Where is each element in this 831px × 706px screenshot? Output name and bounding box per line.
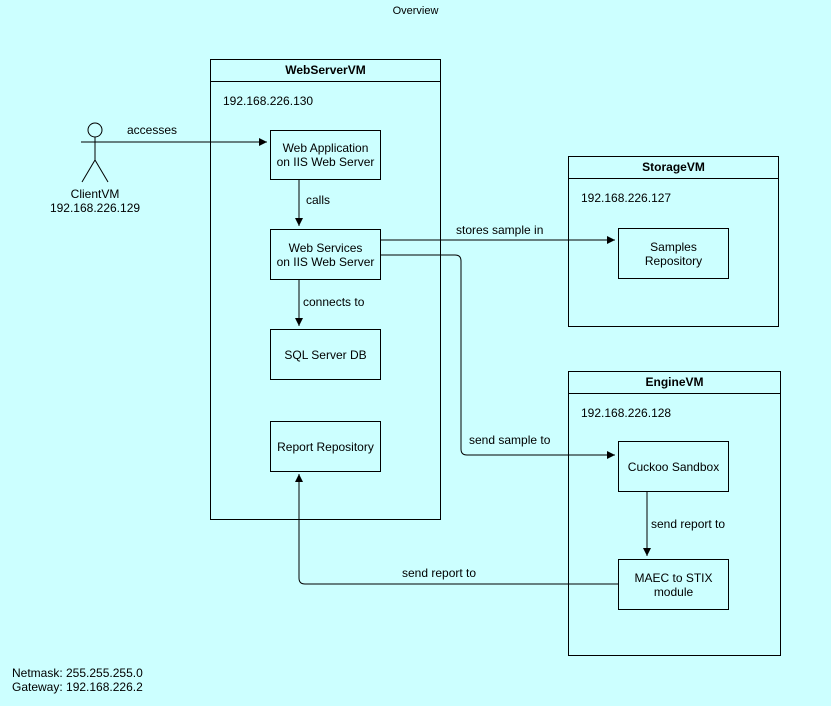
client-name: ClientVM bbox=[70, 187, 120, 201]
storage-vm-title: StorageVM bbox=[569, 157, 778, 179]
netmask-text: Netmask: 255.255.255.0 bbox=[12, 666, 143, 680]
edge-label-accesses: accesses bbox=[127, 123, 178, 137]
webserver-vm-container: WebServerVM 192.168.226.130 bbox=[210, 59, 441, 520]
webserver-vm-title: WebServerVM bbox=[211, 60, 440, 82]
edge-send-report-to-repo bbox=[295, 474, 618, 585]
edge-label-send-sample-to: send sample to bbox=[469, 433, 551, 447]
client-label: ClientVM 192.168.226.129 bbox=[45, 187, 145, 215]
storage-vm-container: StorageVM 192.168.226.127 bbox=[568, 156, 779, 327]
edge-label-stores-sample-in: stores sample in bbox=[456, 223, 544, 237]
storage-vm-ip: 192.168.226.127 bbox=[581, 191, 672, 205]
gateway-text: Gateway: 192.168.226.2 bbox=[12, 680, 143, 694]
web-application-node[interactable]: Web Application on IIS Web Server bbox=[270, 130, 381, 180]
edge-label-connects-to: connects to bbox=[303, 295, 365, 309]
webserver-vm-ip: 192.168.226.130 bbox=[223, 94, 314, 108]
samples-repository-node[interactable]: Samples Repository bbox=[618, 228, 729, 279]
report-repository-node[interactable]: Report Repository bbox=[270, 421, 381, 472]
edge-label-send-report-to-repo: send report to bbox=[402, 566, 477, 580]
engine-vm-ip: 192.168.226.128 bbox=[581, 406, 672, 420]
network-info: Netmask: 255.255.255.0 Gateway: 192.168.… bbox=[12, 666, 143, 694]
client-ip: 192.168.226.129 bbox=[49, 201, 141, 215]
maec-to-stix-node[interactable]: MAEC to STIX module bbox=[618, 559, 729, 610]
edge-send-sample-to bbox=[380, 254, 615, 459]
sql-server-node[interactable]: SQL Server DB bbox=[270, 329, 381, 380]
edge-label-calls: calls bbox=[306, 193, 331, 207]
edge-label-send-report-to-maec: send report to bbox=[651, 517, 726, 531]
engine-vm-title: EngineVM bbox=[569, 372, 780, 394]
engine-vm-container: EngineVM 192.168.226.128 bbox=[568, 371, 781, 656]
client-actor-icon bbox=[81, 122, 109, 183]
web-services-node[interactable]: Web Services on IIS Web Server bbox=[270, 229, 381, 280]
cuckoo-sandbox-node[interactable]: Cuckoo Sandbox bbox=[618, 441, 729, 492]
diagram-title: Overview bbox=[392, 5, 439, 17]
